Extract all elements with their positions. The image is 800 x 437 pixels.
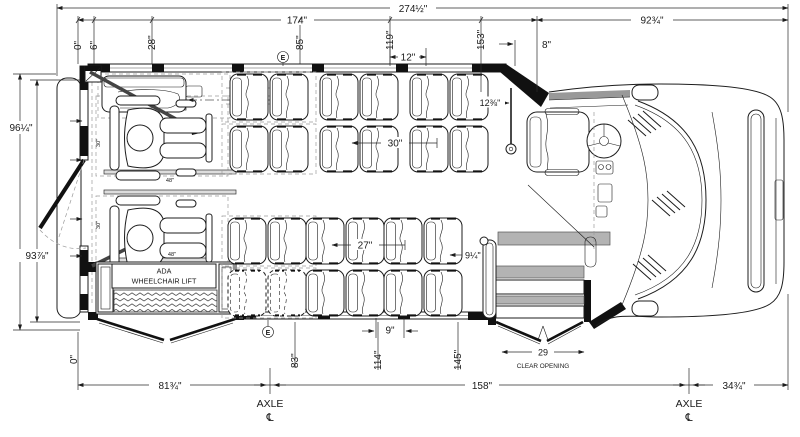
engine-cover-edge <box>527 184 595 248</box>
sta-top-28: 28" <box>147 35 158 50</box>
dim-overall-length: 274½" <box>399 4 428 15</box>
grille <box>747 109 765 293</box>
top-station-labels: 0" 6" 28" 85" 119" 153" <box>73 16 487 50</box>
axle-rear-centerline: ℄ <box>265 412 273 424</box>
mirror-driver <box>631 84 659 101</box>
glass-hatch-marks <box>627 110 686 281</box>
seat-pair-bottom-1b-folded <box>228 270 306 316</box>
seat-pair-top-1b <box>230 126 308 172</box>
rear-door-open <box>38 158 87 249</box>
dim-rear-overhang: 81¾" <box>158 381 181 392</box>
exit-top-label: E <box>281 55 286 62</box>
wheelchair-lift: ADA WHEELCHAIR LIFT <box>95 261 244 315</box>
seat-pair-bottom-3a <box>384 218 462 264</box>
dim-pitch-30: 30" <box>388 139 403 150</box>
exit-marker-top: E <box>277 51 289 66</box>
dim-9-25: 9¼" <box>465 251 481 261</box>
lift-label-line2: WHEELCHAIR LIFT <box>132 277 197 286</box>
seat-pair-top-2b <box>320 126 398 172</box>
dim-9: 9" <box>385 326 395 337</box>
track-48-rear-label: 48" <box>168 252 176 258</box>
exit-marker-bottom: E <box>262 320 274 338</box>
driver-area <box>505 88 622 250</box>
cowl-line <box>621 94 649 306</box>
sta-bot-83: 83" <box>290 353 301 368</box>
seat-pair-bottom-2b <box>306 270 384 316</box>
instrument-cluster <box>595 160 614 175</box>
dim-12-38: 12⅜" <box>480 98 501 108</box>
clear-opening-label: CLEAR OPENING <box>517 363 570 370</box>
windshield <box>637 100 707 300</box>
sta-top-153: 153" <box>476 29 487 50</box>
passenger-seats <box>187 71 488 319</box>
space-30-rear-label: 30" <box>96 221 102 229</box>
sta-bot-145: 145" <box>453 349 464 370</box>
dim-12: 12" <box>401 53 416 64</box>
exit-bottom-label: E <box>266 330 271 337</box>
entry-handrail <box>479 236 597 319</box>
top-wall <box>87 63 507 73</box>
sta-top-6: 6" <box>89 40 100 50</box>
axle-front-centerline: ℄ <box>684 412 692 424</box>
hood-crease <box>711 111 722 289</box>
seat-pair-top-1a <box>230 74 308 120</box>
dimension-layer: 274½" 174" 92¾" 8" 0" 6" 28" 85" 119" 15… <box>3 3 789 424</box>
dim-mid-length: 174" <box>287 16 308 27</box>
body-taper-top <box>500 64 549 107</box>
sta-top-0: 0" <box>73 40 84 50</box>
dim-wheelbase: 158" <box>472 381 493 392</box>
clear-opening-value: 29 <box>538 348 548 358</box>
dim-pitch-27: 27" <box>358 241 373 252</box>
cab-grab-handle <box>584 236 597 268</box>
dim-front-overhang: 34¾" <box>722 381 745 392</box>
seat-pair-bottom-1a <box>228 218 306 264</box>
axle-front-label: AXLE <box>676 398 703 410</box>
clear-opening-dim: 29 CLEAR OPENING <box>501 348 585 370</box>
dim-width-body: 93⅞" <box>25 251 48 262</box>
dim-front-length: 92¾" <box>640 16 663 27</box>
cab-front <box>548 83 785 327</box>
track-arrows <box>70 118 83 259</box>
driver-seat <box>526 111 590 173</box>
dim-8: 8" <box>542 40 552 51</box>
seat-pair-top-3b <box>410 126 488 172</box>
entry-steps <box>495 231 611 319</box>
track-48-front-label: 48" <box>166 178 174 184</box>
seat-pair-top-2a <box>320 74 398 120</box>
mirror-passenger <box>631 300 659 317</box>
lift-door-open <box>96 317 236 344</box>
lift-platform <box>113 289 218 313</box>
dim-width-overall: 96¼" <box>9 122 32 134</box>
sta-top-119: 119" <box>385 30 396 50</box>
rear-bumper <box>56 77 82 319</box>
sta-top-85: 85" <box>295 35 306 50</box>
space-30-front-label: 30" <box>96 139 102 147</box>
sta-bot-114: 114" <box>373 350 384 370</box>
axle-rear-label: AXLE <box>257 398 284 410</box>
lift-label-line1: ADA <box>157 267 172 276</box>
sta-bot-0: 0" <box>69 354 80 364</box>
seat-pair-bottom-3b <box>384 270 462 316</box>
